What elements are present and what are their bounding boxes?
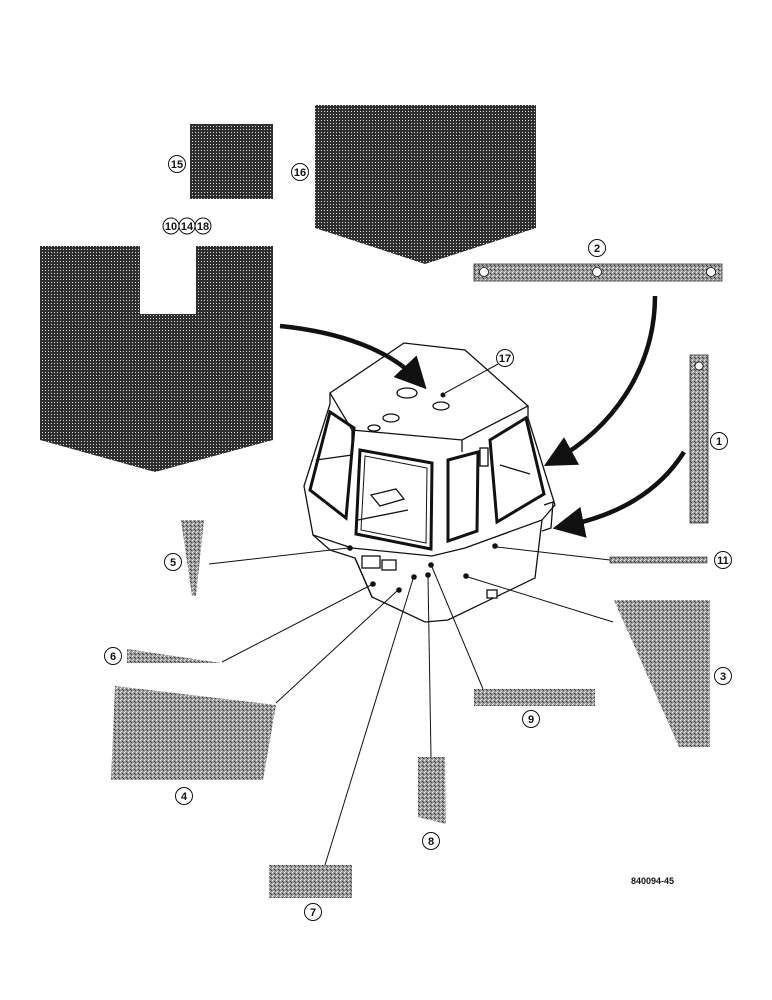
strip-2	[473, 263, 723, 282]
callout-9: 9	[522, 710, 540, 728]
callout-17: 17	[496, 349, 514, 367]
svg-text:16: 16	[294, 167, 306, 179]
svg-text:5: 5	[170, 557, 176, 569]
panel-3	[614, 600, 710, 747]
strip-11	[609, 556, 708, 564]
pad-10-14-18	[40, 246, 273, 472]
pad-16	[315, 105, 536, 264]
strip-5	[181, 520, 204, 596]
callout-3: 3	[714, 667, 732, 685]
svg-text:4: 4	[181, 791, 188, 803]
svg-text:17: 17	[499, 353, 511, 365]
svg-text:9: 9	[528, 714, 534, 726]
callout-7: 7	[304, 903, 322, 921]
strip-6	[127, 649, 221, 663]
callout-16: 16	[291, 163, 309, 181]
callout-5: 5	[164, 553, 182, 571]
strip-1	[689, 354, 709, 524]
callout-2: 2	[588, 239, 606, 257]
figure-number: 840094-45	[631, 876, 674, 886]
pad-15	[190, 124, 273, 199]
svg-text:3: 3	[720, 671, 726, 683]
arrow-roof	[279, 323, 427, 390]
arrow-strip-2	[543, 295, 658, 467]
callout-6: 6	[104, 647, 122, 665]
svg-text:7: 7	[310, 907, 316, 919]
svg-text:2: 2	[594, 243, 600, 255]
callout-group-10-14-18: 10 14 18	[162, 217, 212, 235]
callout-11: 11	[714, 551, 732, 569]
svg-text:11: 11	[717, 555, 729, 567]
strip-8	[418, 757, 446, 824]
callout-4: 4	[175, 787, 193, 805]
panel-4	[111, 686, 276, 780]
panel-7	[269, 865, 352, 898]
svg-text:10: 10	[165, 221, 177, 233]
callout-15: 15	[168, 155, 186, 173]
svg-text:15: 15	[171, 159, 183, 171]
svg-text:6: 6	[110, 651, 116, 663]
svg-text:1: 1	[716, 436, 722, 448]
leader-lines	[208, 363, 614, 866]
svg-text:18: 18	[197, 221, 209, 233]
callout-1: 1	[710, 432, 728, 450]
callout-8: 8	[422, 832, 440, 850]
arrow-strip-1	[552, 450, 686, 538]
strip-9	[474, 689, 595, 706]
cab-illustration	[303, 342, 556, 623]
svg-text:8: 8	[428, 836, 434, 848]
svg-text:14: 14	[181, 221, 194, 233]
